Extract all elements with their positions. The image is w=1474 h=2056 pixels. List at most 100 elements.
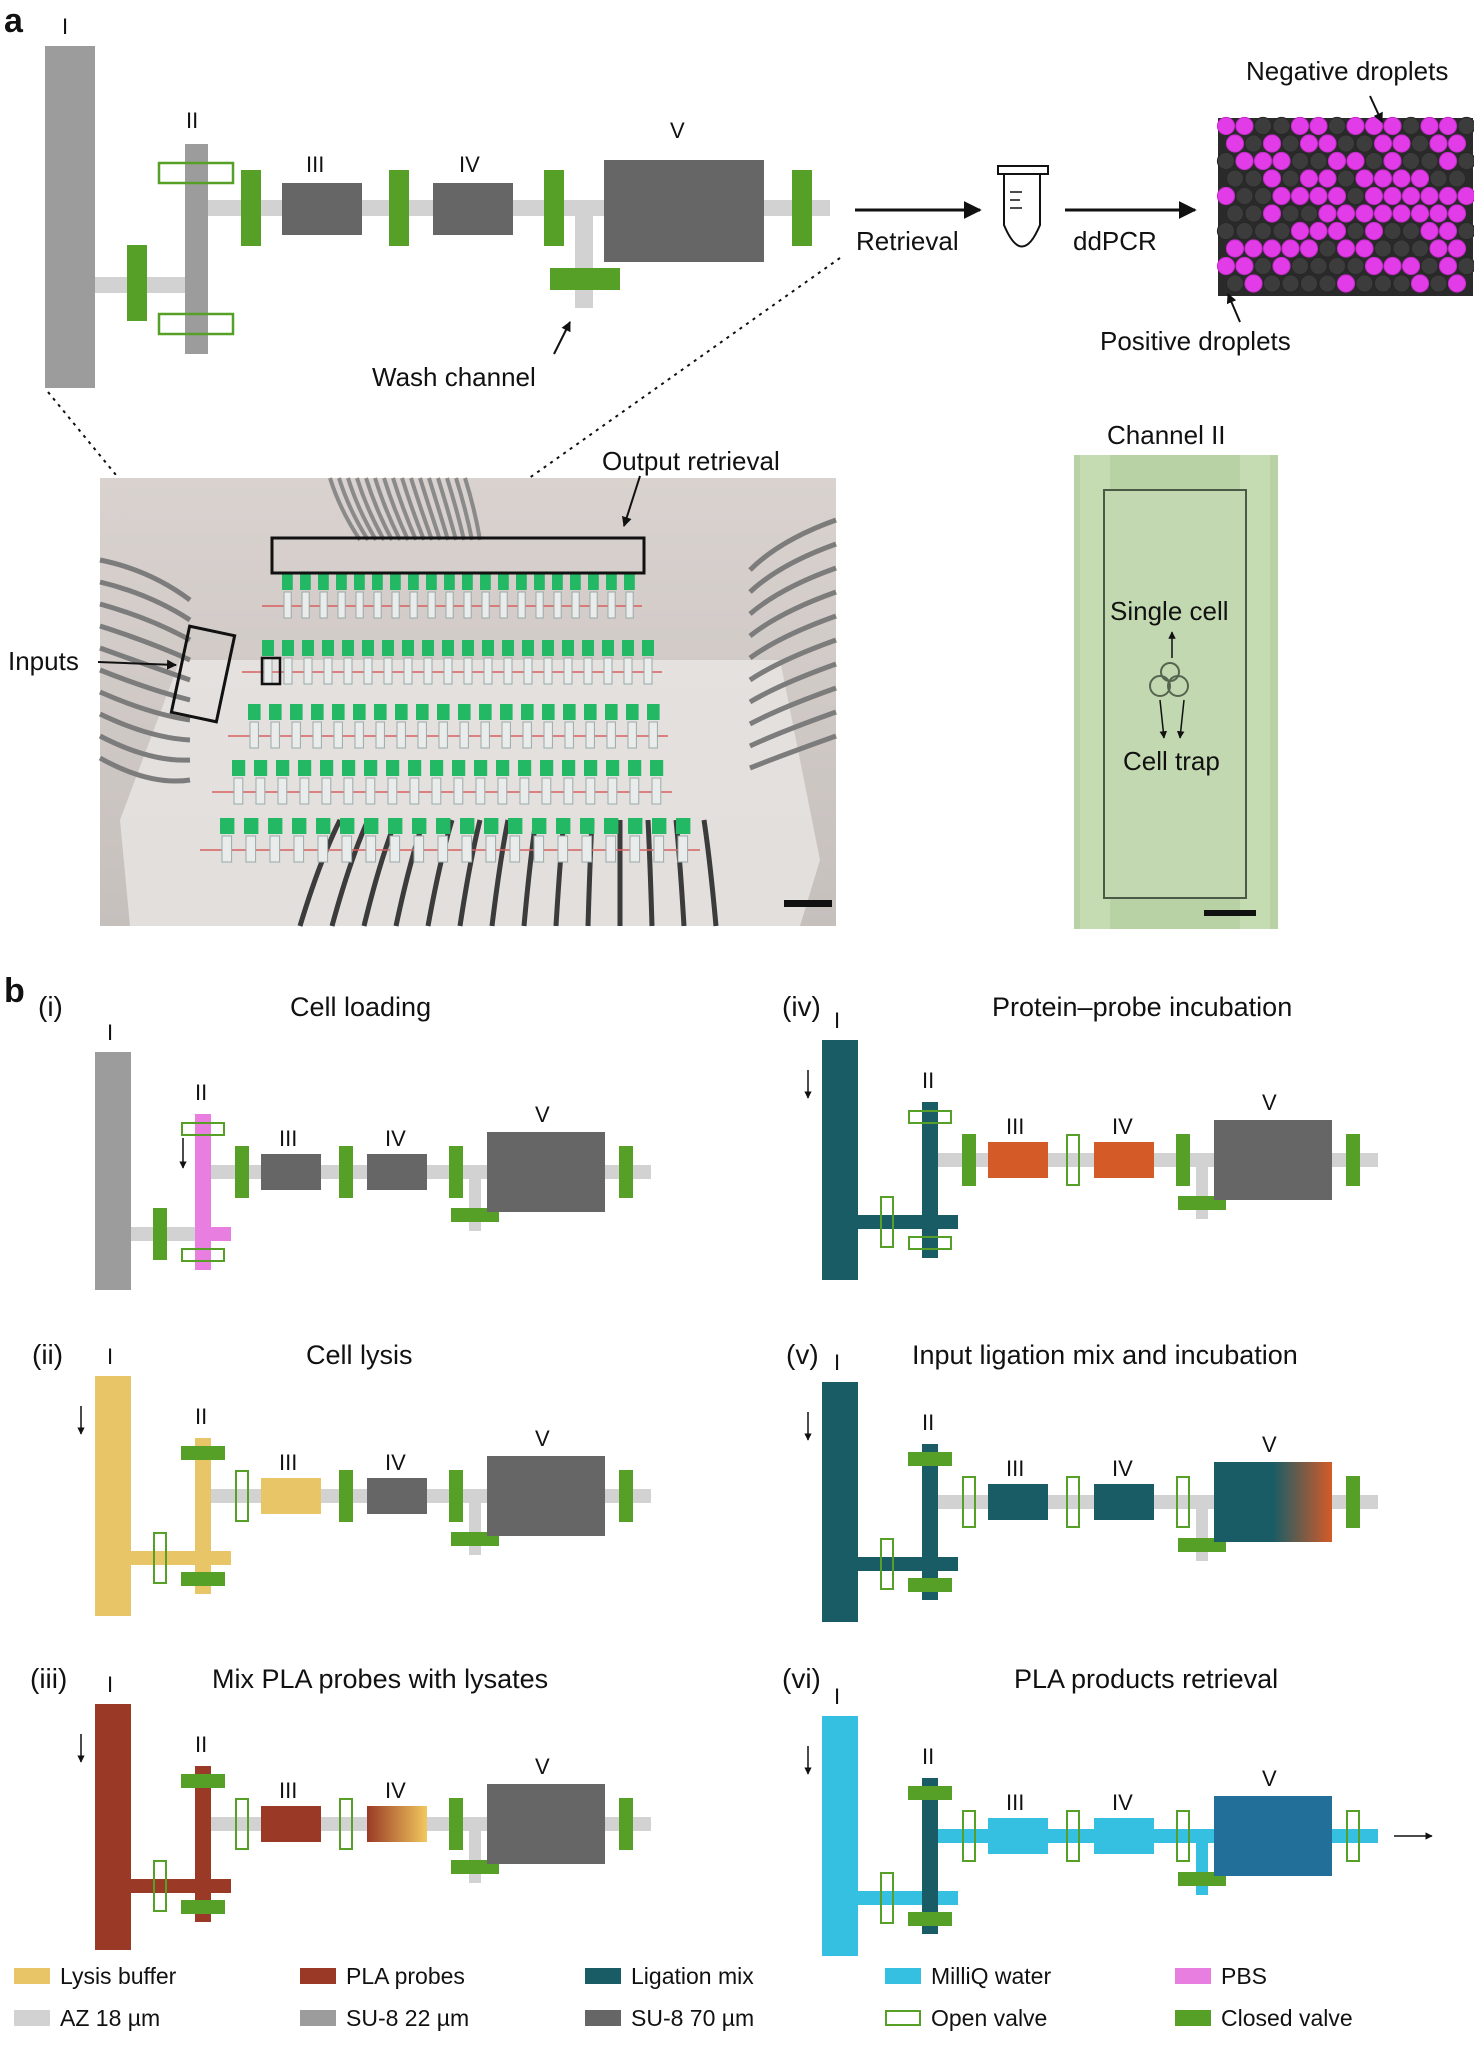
photo-port: [365, 835, 377, 863]
photo-port: [509, 835, 521, 863]
closed-valve: [181, 1446, 225, 1460]
photo-tubing-line: [748, 565, 837, 616]
photo-tubing-line: [463, 477, 482, 541]
positive-droplet: [1272, 151, 1291, 171]
step-number: (v): [786, 1339, 819, 1370]
channel-i-bar: [822, 1382, 858, 1622]
photo-port: [585, 721, 595, 749]
closed-valve: [181, 1900, 225, 1914]
negative-droplet: [1383, 221, 1402, 241]
legend-label: Lysis buffer: [60, 1963, 177, 1989]
channel-ii-stub: [211, 1879, 231, 1893]
roman-label-iv: IV: [459, 152, 480, 177]
negative-droplet: [1281, 274, 1300, 293]
photo-port: [312, 721, 322, 749]
cell-trap-label: Cell trap: [1123, 746, 1220, 776]
photo-port: [564, 721, 574, 749]
photo-tubing-line: [748, 709, 837, 749]
photo-port: [337, 591, 346, 619]
photo-green-valve: [606, 574, 617, 590]
photo-green-valve: [262, 640, 274, 656]
negative-droplet: [1401, 151, 1421, 171]
negative-droplet: [1410, 134, 1430, 153]
positive-droplet: [1309, 116, 1328, 136]
photo-green-valve: [562, 640, 574, 656]
negative-droplet: [1290, 256, 1310, 276]
photo-port: [497, 777, 508, 805]
negative-droplet: [1225, 204, 1245, 223]
photo-green-valve: [386, 760, 400, 776]
photo-green-valve: [364, 818, 379, 834]
closed-valve: [389, 170, 409, 246]
positive-droplet: [1364, 186, 1384, 206]
roman-label-iii: III: [306, 152, 324, 177]
closed-valve: [908, 1912, 952, 1926]
photo-port: [283, 657, 293, 685]
roman-label-i: I: [62, 14, 68, 39]
step-number: (vi): [782, 1663, 821, 1694]
channel-ii-title: Channel II: [1107, 420, 1226, 450]
output-retrieval-arrow: [621, 475, 641, 527]
positive-droplet: [1290, 221, 1310, 241]
wash-channel: [1196, 1843, 1208, 1895]
photo-green-valve: [588, 574, 599, 590]
channel-ii-bar: [195, 1438, 211, 1594]
roman-label-ii: II: [186, 108, 198, 133]
positive-droplet: [1392, 169, 1411, 188]
photo-green-valve: [474, 760, 488, 776]
photo-green-valve: [353, 704, 366, 720]
pcr-tube-icon: [997, 165, 1049, 248]
photo-green-valve: [460, 818, 475, 834]
photo-green-valve: [269, 704, 282, 720]
photo-green-valve: [416, 704, 429, 720]
positive-droplet: [1281, 239, 1300, 258]
roman-label-iv: IV: [385, 1450, 406, 1475]
positive-droplet: [1392, 204, 1411, 223]
photo-port: [533, 835, 545, 863]
photo-port: [403, 657, 413, 685]
negative-droplet: [1457, 116, 1474, 136]
closed-valve: [1346, 1134, 1360, 1186]
chamber-iii: [988, 1484, 1048, 1520]
photo-green-valve: [462, 640, 474, 656]
photo-green-valve: [570, 574, 581, 590]
photo-tubing-line: [748, 517, 837, 572]
positive-droplet: [1355, 204, 1374, 223]
photo-tubing-line: [454, 477, 474, 541]
roman-label-i: I: [834, 1350, 840, 1375]
positive-droplet: [1383, 151, 1402, 171]
photo-green-valve: [322, 640, 334, 656]
photo-green-valve: [311, 704, 324, 720]
photo-tubing-line: [701, 819, 719, 927]
negative-droplet: [1336, 134, 1356, 153]
positive-droplet: [1318, 169, 1337, 188]
photo-green-valve: [563, 704, 576, 720]
chamber-iv: [433, 183, 513, 235]
positive-droplet: [1447, 239, 1467, 258]
positive-droplet: [1225, 239, 1245, 258]
negative-droplet: [1346, 186, 1365, 206]
photo-port: [629, 835, 641, 863]
photo-port: [431, 777, 442, 805]
positive-droplet: [1327, 186, 1347, 206]
positive-droplet: [1364, 256, 1384, 276]
photo-port: [343, 657, 353, 685]
positive-droplet: [1429, 239, 1448, 258]
photo-port: [643, 657, 653, 685]
negative-droplet: [1244, 134, 1263, 153]
roman-label-ii: II: [195, 1732, 207, 1757]
positive-droplet: [1373, 169, 1393, 188]
chamber-v: [604, 160, 764, 262]
photo-green-valve: [276, 760, 290, 776]
photo-port: [323, 657, 333, 685]
photo-green-valve: [604, 818, 619, 834]
roman-label-iv: IV: [1112, 1114, 1133, 1139]
photo-green-valve: [584, 704, 597, 720]
channel-i-bar: [95, 1052, 131, 1290]
positive-droplet: [1355, 239, 1374, 258]
photo-green-valve: [622, 640, 634, 656]
photo-green-valve: [342, 760, 356, 776]
photo-green-valve: [652, 818, 667, 834]
closed-valve: [241, 170, 261, 246]
